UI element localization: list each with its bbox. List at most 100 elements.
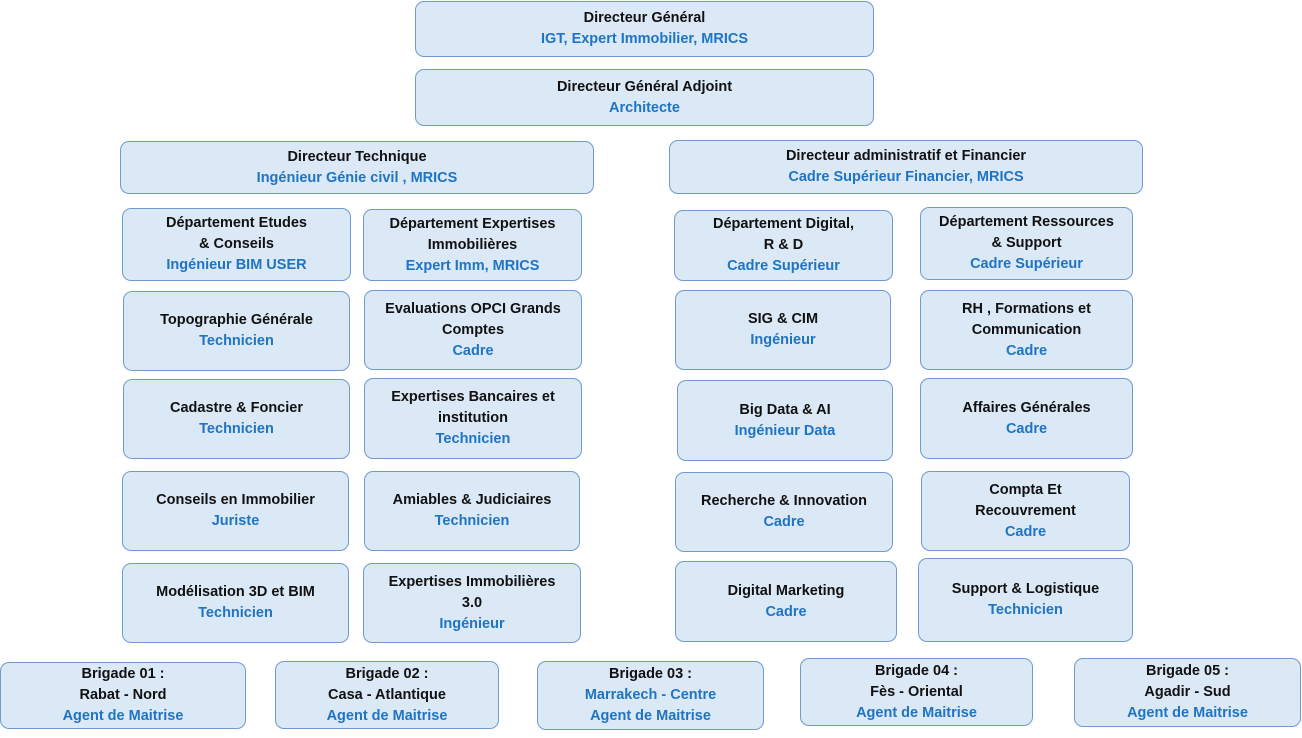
title-line: Topographie Générale (160, 312, 313, 328)
title-line: Expertises Bancaires et (391, 389, 555, 405)
subtitle-line: Technicien (434, 513, 510, 529)
title-line: Communication (971, 321, 1082, 338)
subtitle-line: Cadre (452, 342, 494, 359)
subtitle-line: Agent de Maitrise (856, 704, 977, 721)
title-line: Cadastre & Foncier (170, 400, 303, 416)
subtitle-line: Cadre (1004, 523, 1047, 540)
subtitle-line: Agent de Maitrise (1127, 705, 1248, 721)
title-line: Evaluations OPCI Grands (385, 300, 561, 317)
title-line: Expertises Immobilières (388, 573, 556, 590)
title-line: Directeur administratif et Financier (785, 148, 1027, 164)
title-line: Brigade 01 : (81, 666, 165, 682)
title-line: Rabat - Nord (79, 687, 167, 703)
title-line: Département Expertises (389, 215, 556, 232)
title-line: institution (437, 410, 509, 426)
title-line: Brigade 03 : (609, 666, 692, 682)
subtitle-line: Technicien (435, 431, 511, 447)
title-line: Brigade 05 : (1146, 663, 1229, 679)
subtitle-line: Cadre (763, 514, 805, 530)
subtitle-line: Cadre Supérieur (727, 258, 840, 274)
box-modelisation: Modélisation 3D et BIM Technicien (122, 563, 349, 643)
title-line: & Conseils (199, 236, 274, 252)
title-line: RH , Formations et (962, 300, 1091, 317)
subtitle-line: Technicien (199, 421, 274, 437)
title-line: Département Ressources (939, 214, 1114, 230)
title-line: SIG & CIM (747, 311, 819, 327)
title-line: Brigade 04 : (875, 662, 958, 679)
subtitle-line: Cadre (765, 603, 807, 620)
title-line: Directeur Général Adjoint (556, 78, 733, 95)
subtitle-line: Ingénieur BIM USER (166, 257, 307, 273)
box-bigdata: Big Data & AI Ingénieur Data (677, 380, 893, 461)
title-line: Recherche & Innovation (701, 493, 867, 509)
title-line: Amiables & Judiciaires (392, 492, 552, 508)
subtitle-line: Juriste (211, 513, 260, 529)
subtitle-line: Ingénieur Data (734, 422, 836, 439)
subtitle-line: IGT, Expert Immobilier, MRICS (540, 31, 749, 47)
subtitle-line: Ingénieur (439, 615, 505, 632)
title-line: 3.0 (461, 594, 483, 611)
subtitle-line: Ingénieur Génie civil , MRICS (256, 169, 458, 186)
title-line: Fès - Oriental (870, 683, 963, 700)
title-line: Affaires Générales (962, 399, 1091, 416)
box-dep-digital: Département Digital, R & D Cadre Supérieur (674, 210, 893, 281)
title-line: Brigade 02 : (345, 665, 429, 682)
title-line: Casa - Atlantique (328, 686, 446, 703)
subtitle-line: Technicien (199, 333, 274, 349)
title-line: R & D (763, 237, 804, 253)
subtitle-line: Cadre Supérieur (970, 256, 1083, 272)
subtitle-line: Cadre Supérieur Financier, MRICS (788, 169, 1024, 185)
title-line: Digital Marketing (727, 582, 845, 599)
box-sig: SIG & CIM Ingénieur (675, 290, 891, 370)
title-line: Comptes (441, 321, 505, 338)
subtitle-line: Cadre (1005, 342, 1048, 359)
title-line: Support & Logistique (951, 581, 1100, 597)
subtitle-line: Marrakech - Centre (584, 687, 717, 703)
subtitle-line: Expert Imm, MRICS (405, 257, 540, 274)
subtitle-line: Technicien (988, 602, 1063, 618)
title-line: Directeur Général (583, 10, 706, 26)
title-line: Recouvrement (975, 502, 1076, 519)
subtitle-line: Cadre (1005, 420, 1048, 437)
subtitle-line: Agent de Maitrise (590, 708, 711, 724)
subtitle-line: Architecte (609, 99, 680, 116)
subtitle-line: Technicien (198, 605, 273, 621)
title-line: Département Etudes (165, 215, 307, 231)
title-line: Big Data & AI (739, 401, 831, 418)
subtitle-line: Ingénieur (750, 332, 816, 348)
title-line: Modélisation 3D et BIM (156, 584, 315, 600)
title-line: Directeur Technique (287, 148, 427, 165)
title-line: Compta Et (989, 481, 1062, 498)
subtitle-line: Agent de Maitrise (326, 707, 448, 724)
title-line: Immobilières (427, 236, 518, 253)
title-line: Département Digital, (713, 216, 854, 232)
title-line: Agadir - Sud (1144, 684, 1231, 700)
subtitle-line: Agent de Maitrise (62, 708, 184, 724)
title-line: Conseils en Immobilier (156, 492, 315, 508)
